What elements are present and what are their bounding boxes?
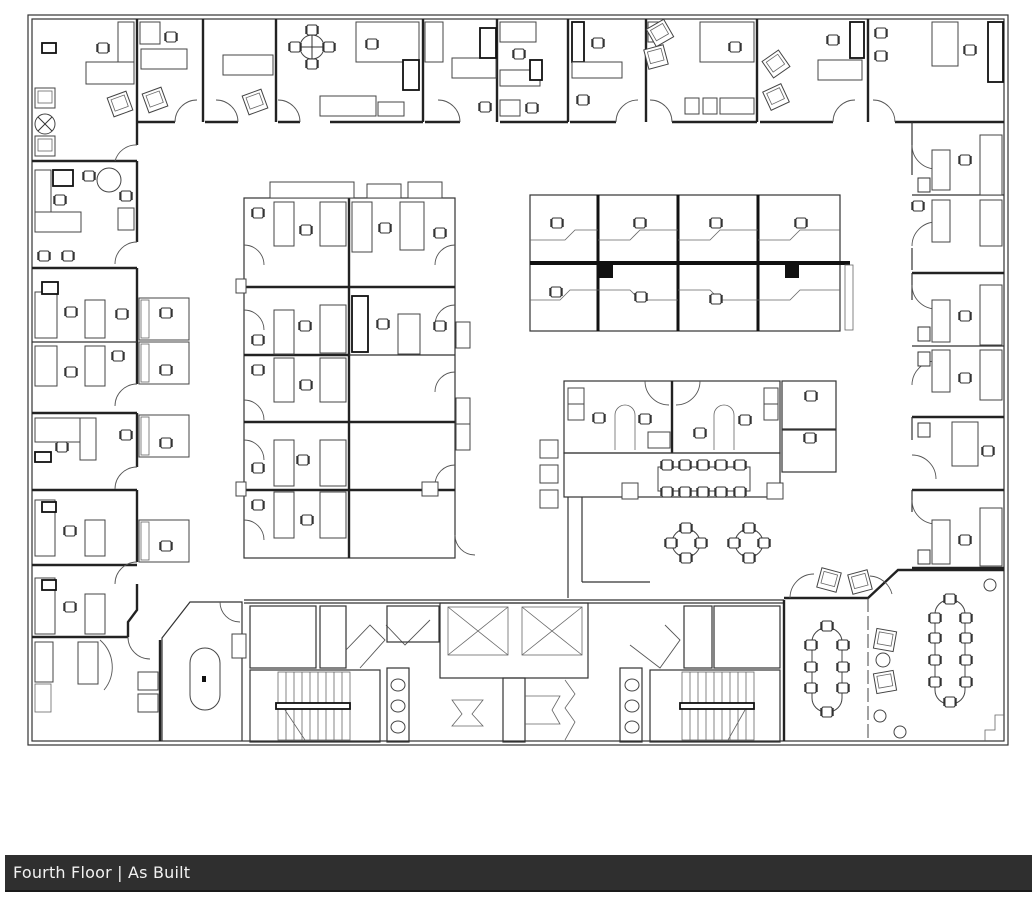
floor-plan-drawing [27, 14, 1009, 746]
floor-plan [27, 14, 1009, 746]
north-offices [34, 18, 1004, 157]
building-core [244, 599, 784, 743]
central-west-offices [235, 181, 476, 559]
west-offices [32, 122, 162, 741]
conference-rooms [782, 567, 1004, 741]
caption-title: Fourth Floor | As Built [13, 863, 191, 882]
conference-room-small [804, 620, 850, 718]
stair-east [679, 671, 755, 741]
caption-bar: Fourth Floor | As Built [5, 855, 1032, 892]
elevators [439, 602, 589, 679]
west-cubicles [138, 297, 190, 563]
workstation-cluster [529, 194, 854, 332]
break-room-area [539, 380, 837, 598]
reception-lounge [161, 601, 247, 741]
stair-west [275, 671, 351, 741]
east-offices [911, 122, 1004, 570]
outer-wall [27, 14, 1009, 746]
conference-room-large [928, 593, 973, 708]
